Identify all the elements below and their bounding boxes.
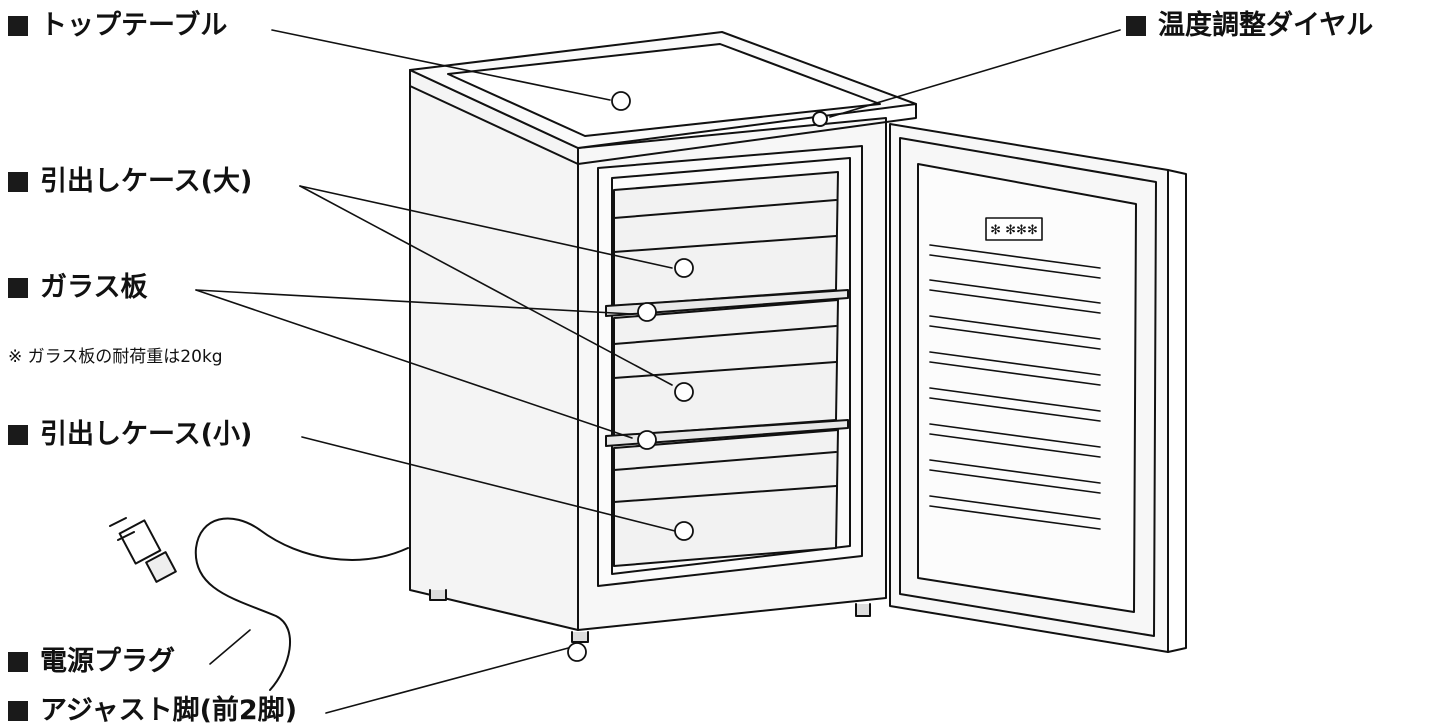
label-text: ガラス板: [40, 272, 148, 303]
label-text: トップテーブル: [40, 10, 228, 41]
label-drawer-large: 引出しケース(大): [8, 168, 252, 195]
marker-square: [8, 651, 28, 672]
label-power-plug: 電源プラグ: [8, 648, 175, 675]
label-text: 電源プラグ: [40, 646, 175, 677]
marker-square: [8, 700, 28, 721]
adjust-foot-front: [571, 631, 589, 643]
temp-dial: [812, 111, 828, 127]
door: [889, 123, 1187, 653]
drawer-large-2: [613, 299, 839, 437]
label-text: 温度調整ダイヤル: [1158, 10, 1374, 41]
glass-load-note: ※ ガラス板の耐荷重は20kg: [8, 347, 223, 367]
marker-square: [1126, 15, 1146, 36]
power-cord: [194, 517, 409, 691]
position-markers: [567, 91, 694, 662]
drawer-small: [613, 429, 839, 567]
label-text: 引出しケース(小): [40, 419, 253, 450]
marker-square: [8, 424, 28, 445]
marker-square: [8, 277, 28, 298]
label-temp-dial: 温度調整ダイヤル: [1126, 12, 1373, 39]
door-badge: ✻ ✻✻✻: [990, 223, 1038, 238]
marker-square: [8, 171, 28, 192]
cabinet-side: [409, 69, 579, 631]
marker-square: [8, 15, 28, 36]
power-plug: [109, 517, 177, 583]
drawer-large-1: [613, 171, 839, 307]
glass-shelf-2: [605, 419, 849, 447]
label-top-table: トップテーブル: [8, 12, 227, 39]
label-drawer-small: 引出しケース(小): [8, 421, 252, 448]
label-glass-shelf: ガラス板: [8, 274, 147, 301]
label-adjust-foot: アジャスト脚(前2脚): [8, 697, 297, 724]
leader-lines: [195, 29, 1121, 714]
door-badge-box: [985, 217, 1043, 241]
label-text: 引出しケース(大): [40, 166, 253, 197]
label-text: アジャスト脚(前2脚): [40, 695, 298, 726]
